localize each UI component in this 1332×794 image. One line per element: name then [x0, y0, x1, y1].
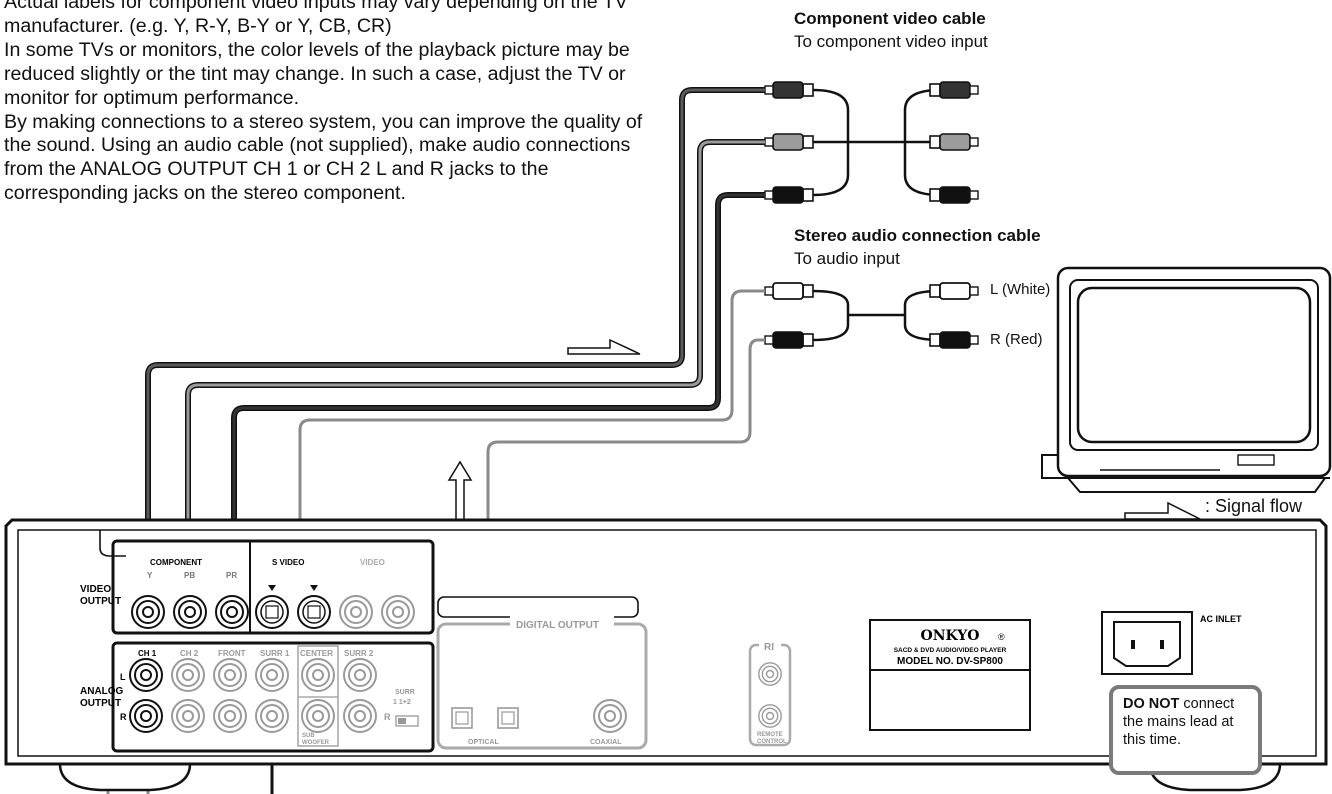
surr-switch-options: 1 1+2 [393, 699, 411, 706]
model-label-plate: ONKYO ® SACD & DVD AUDIO/VIDEO PLAYER MO… [869, 619, 1031, 731]
ch2-l-jack [171, 658, 205, 692]
analog-output-label-1: ANALOG [80, 686, 124, 697]
mains-warning-box: DO NOT connect the mains lead at this ti… [1109, 685, 1262, 775]
front-r-jack [213, 699, 247, 733]
ri-jack-2 [758, 704, 782, 728]
video-jack-2 [381, 595, 415, 629]
ch1-label: CH 1 [138, 649, 157, 658]
registered-mark: ® [998, 632, 1005, 642]
model-number: MODEL NO. DV-SP800 [897, 656, 1003, 667]
surr-selector-switch[interactable] [395, 715, 419, 727]
video-jack-1 [339, 595, 373, 629]
surr1-r-jack [255, 699, 289, 733]
center-jack [301, 658, 335, 692]
s-video-jack-2 [297, 585, 331, 629]
remote-control-section: RI REMOTE CONTROL [748, 638, 792, 747]
surr1-label: SURR 1 [260, 649, 290, 658]
ch2-label: CH 2 [180, 649, 199, 658]
surr2-l-jack [343, 658, 377, 692]
remote-label-1: REMOTE [757, 732, 783, 738]
y-jack [131, 595, 165, 629]
audio-plug-white-left [764, 282, 814, 300]
red-plug-label: R (Red) [990, 331, 1043, 348]
component-plug-pr-right [929, 186, 979, 204]
component-cable-sub: To component video input [794, 32, 988, 51]
signal-flow-arrow [447, 338, 1201, 541]
component-plug-y-left [764, 81, 814, 99]
audio-cable-label: Stereo audio connection cable [794, 226, 1041, 246]
ac-inlet-label: AC INLET [1200, 614, 1242, 624]
pb-jack [173, 595, 207, 629]
component-plug-pb-left [764, 133, 814, 151]
component-cable-title: Component video cable [794, 9, 986, 28]
optical-label: OPTICAL [468, 739, 499, 746]
component-video-cable [764, 81, 979, 204]
right-channel-label: R [120, 712, 127, 722]
signal-flow-legend: : Signal flow [1205, 496, 1303, 516]
coaxial-label: COAXIAL [590, 739, 622, 746]
audio-cable-sub: To audio input [794, 249, 900, 268]
note-color-levels: In some TVs or monitors, the color level… [4, 38, 630, 109]
audio-cable-title: Stereo audio connection cable [794, 226, 1041, 245]
product-name: SACD & DVD AUDIO/VIDEO PLAYER [894, 647, 1007, 654]
pr-jack [215, 595, 249, 629]
analog-output-label-2: OUTPUT [80, 698, 121, 709]
digital-output-section: DIGITAL OUTPUT OPTICAL COAXIAL [436, 596, 648, 750]
audio-plug-red-right [929, 331, 979, 349]
s-video-label: S VIDEO [272, 558, 304, 567]
connection-notes: Actual labels for component video inputs… [4, 0, 654, 206]
center-label: CENTER [300, 649, 333, 658]
surr1-l-jack [255, 658, 289, 692]
pb-label: PB [184, 571, 195, 580]
warning-bold: DO NOT [1123, 696, 1180, 712]
surr2-r-jack [343, 699, 377, 733]
white-plug-label: L (White) [990, 281, 1051, 298]
sub-woofer-label-2: WOOFER [302, 740, 330, 746]
video-output-section: VIDEO OUTPUT COMPONENT Y PB PR S VIDEO V… [80, 539, 435, 635]
ch1-l-jack [129, 658, 163, 692]
analog-output-section: ANALOG OUTPUT CH 1 CH 2 FRONT SURR 1 CEN… [80, 641, 435, 753]
ch2-r-jack [171, 699, 205, 733]
stereo-audio-cable [764, 282, 979, 349]
sub-woofer-label-1: SUB [302, 733, 315, 739]
video-output-label-1: VIDEO [80, 584, 111, 595]
y-label: Y [147, 571, 153, 580]
video-label: VIDEO [360, 558, 385, 567]
surr-switch-label: SURR [395, 689, 415, 696]
front-l-jack [213, 658, 247, 692]
warning-text: connect the mains lead at this time. [1123, 696, 1235, 748]
ri-jack-1 [758, 662, 782, 686]
component-plug-pb-right [929, 133, 979, 151]
video-output-label-2: OUTPUT [80, 596, 121, 607]
brand-logo: ONKYO [921, 628, 980, 644]
front-label: FRONT [218, 649, 246, 658]
digital-output-label: DIGITAL OUTPUT [516, 620, 599, 631]
component-plug-y-right [929, 81, 979, 99]
pr-label: PR [226, 571, 237, 580]
note-component-labels: Actual labels for component video inputs… [4, 0, 628, 37]
component-plug-pr-left [764, 186, 814, 204]
s-video-jack-1 [255, 585, 289, 629]
audio-plug-red-left [764, 331, 814, 349]
remote-label-2: CONTROL [757, 739, 787, 745]
component-label: COMPONENT [150, 558, 202, 567]
note-stereo-system: By making connections to a stereo system… [4, 110, 643, 205]
right-channel-label-2: R [384, 712, 391, 722]
ri-label: RI [764, 642, 774, 653]
sub-woofer-jack [301, 699, 335, 733]
tv-set [1041, 266, 1332, 493]
audio-plug-white-right [929, 282, 979, 300]
coaxial-jack [593, 699, 627, 733]
ch1-r-jack [129, 699, 163, 733]
left-channel-label: L [120, 672, 126, 682]
component-cable-label: Component video cable [794, 9, 986, 29]
surr2-label: SURR 2 [344, 649, 374, 658]
ac-inlet-section: AC INLET [1101, 611, 1242, 675]
